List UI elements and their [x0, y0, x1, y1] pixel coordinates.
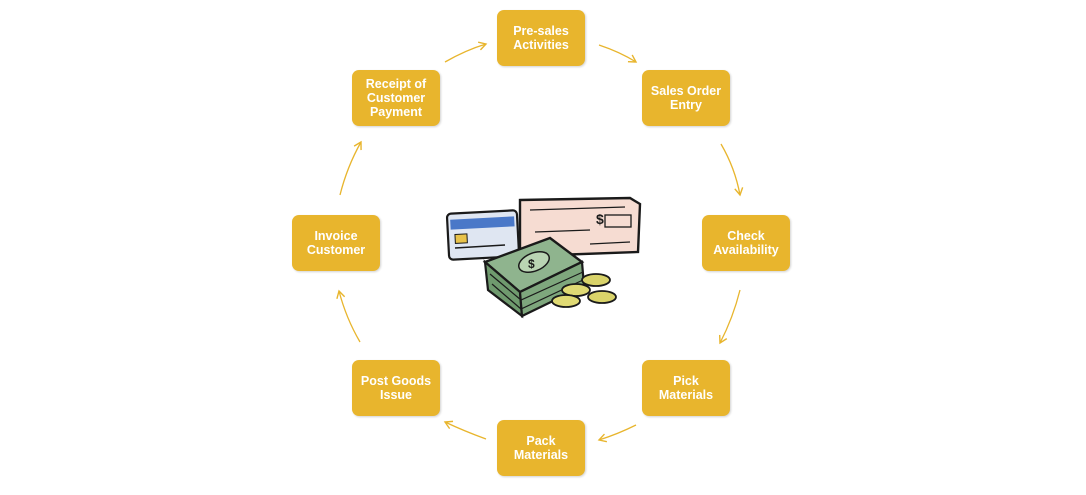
- arrow-salesorder-to-check: [720, 143, 744, 197]
- credit-card-icon: [445, 209, 521, 261]
- arrow-invoice-to-receipt: [339, 140, 362, 196]
- arrow-receipt-to-presales: [444, 41, 488, 63]
- step-invoice-customer[interactable]: Invoice Customer: [292, 215, 380, 271]
- banknotes-icon: $: [482, 236, 586, 319]
- step-check-availability[interactable]: Check Availability: [702, 215, 790, 271]
- coins-icon: [551, 273, 617, 308]
- svg-text:$: $: [596, 211, 604, 227]
- arrow-pick-to-pack: [597, 424, 637, 443]
- step-pack-materials[interactable]: Pack Materials: [497, 420, 585, 476]
- step-pre-sales-activities[interactable]: Pre-sales Activities: [497, 10, 585, 66]
- svg-text:$: $: [528, 257, 535, 271]
- arrow-pack-to-postgoods: [443, 420, 487, 440]
- arrow-check-to-pick: [718, 289, 741, 345]
- arrow-presales-to-salesorder: [598, 44, 638, 63]
- step-post-goods-issue[interactable]: Post Goods Issue: [352, 360, 440, 416]
- step-sales-order-entry[interactable]: Sales Order Entry: [642, 70, 730, 126]
- arrow-postgoods-to-invoice: [336, 289, 361, 343]
- step-receipt-of-customer-payment[interactable]: Receipt of Customer Payment: [352, 70, 440, 126]
- step-pick-materials[interactable]: Pick Materials: [642, 360, 730, 416]
